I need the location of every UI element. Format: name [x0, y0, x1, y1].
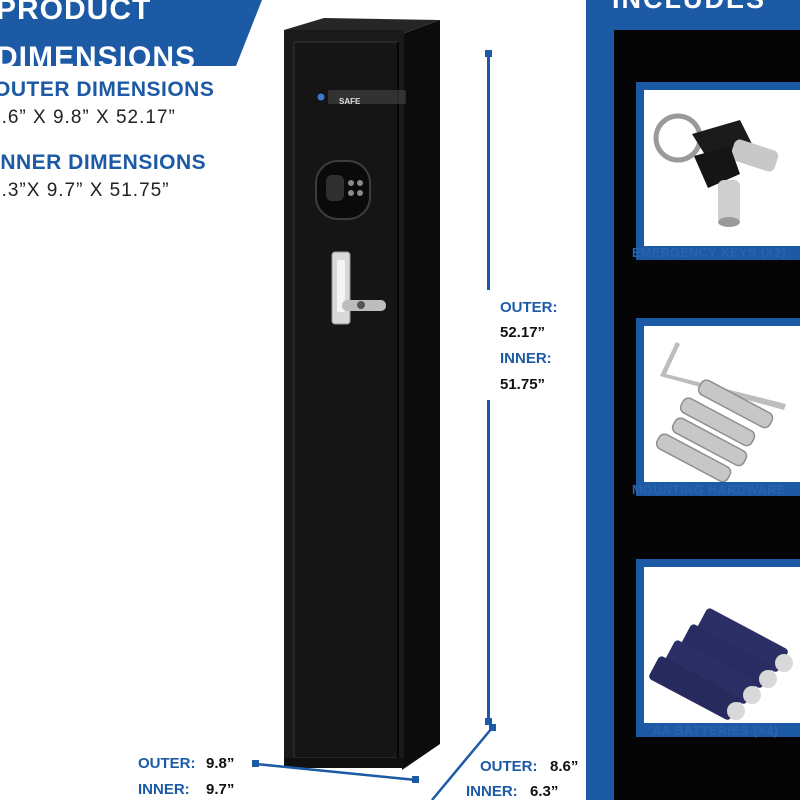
outer-dimensions-value: 8.6” X 9.8” X 52.17” — [0, 107, 176, 128]
batteries-icon — [649, 608, 793, 720]
include-card-keys — [636, 82, 800, 260]
page-title: PRODUCT DIMENSIONS — [0, 0, 196, 82]
height-outer-value: 52.17” — [500, 324, 546, 341]
width-measure-line — [252, 760, 419, 783]
include-card-batteries — [636, 559, 800, 737]
safe-brand-text: SAFE — [339, 97, 361, 106]
depth-outer-label: OUTER: — [480, 758, 538, 775]
width-outer-value: 9.8” — [206, 755, 235, 772]
depth-measure-line — [431, 724, 496, 800]
include-label-batteries: AA BATTERIES (X4) — [652, 724, 779, 738]
includes-title: INCLUDES — [612, 0, 766, 15]
inner-dimensions-value: 6.3”X 9.7” X 51.75” — [0, 180, 170, 201]
keys-icon — [653, 113, 779, 227]
height-inner-value: 51.75” — [500, 376, 546, 393]
width-inner-value: 9.7” — [206, 781, 235, 798]
depth-outer-value: 8.6” — [550, 758, 579, 775]
status-light-icon — [317, 93, 325, 101]
height-inner-label: INNER: — [500, 350, 552, 367]
include-card-mounting-hardware — [636, 318, 800, 496]
outer-dimensions-heading: OUTER DIMENSIONS — [0, 78, 215, 101]
title-line-2: DIMENSIONS — [0, 41, 197, 74]
mounting-hardware-icon — [655, 342, 786, 482]
height-measure-end-top — [485, 50, 492, 57]
width-inner-label: INNER: — [138, 781, 190, 798]
depth-inner-label: INNER: — [466, 783, 518, 800]
gun-safe-illustration — [284, 18, 440, 770]
height-measure-end-bottom — [485, 718, 492, 725]
width-outer-label: OUTER: — [138, 755, 196, 772]
depth-inner-value: 6.3” — [530, 783, 559, 800]
title-line-1: PRODUCT — [0, 0, 152, 26]
include-label-keys: EMERGENCY KEYS (X2) — [632, 246, 787, 260]
inner-dimensions-heading: INNER DIMENSIONS — [0, 151, 207, 174]
height-outer-label: OUTER: — [500, 299, 558, 316]
include-label-mounting-hardware: MOUNTING HARDWARE — [632, 483, 786, 497]
title-banner — [0, 0, 262, 66]
